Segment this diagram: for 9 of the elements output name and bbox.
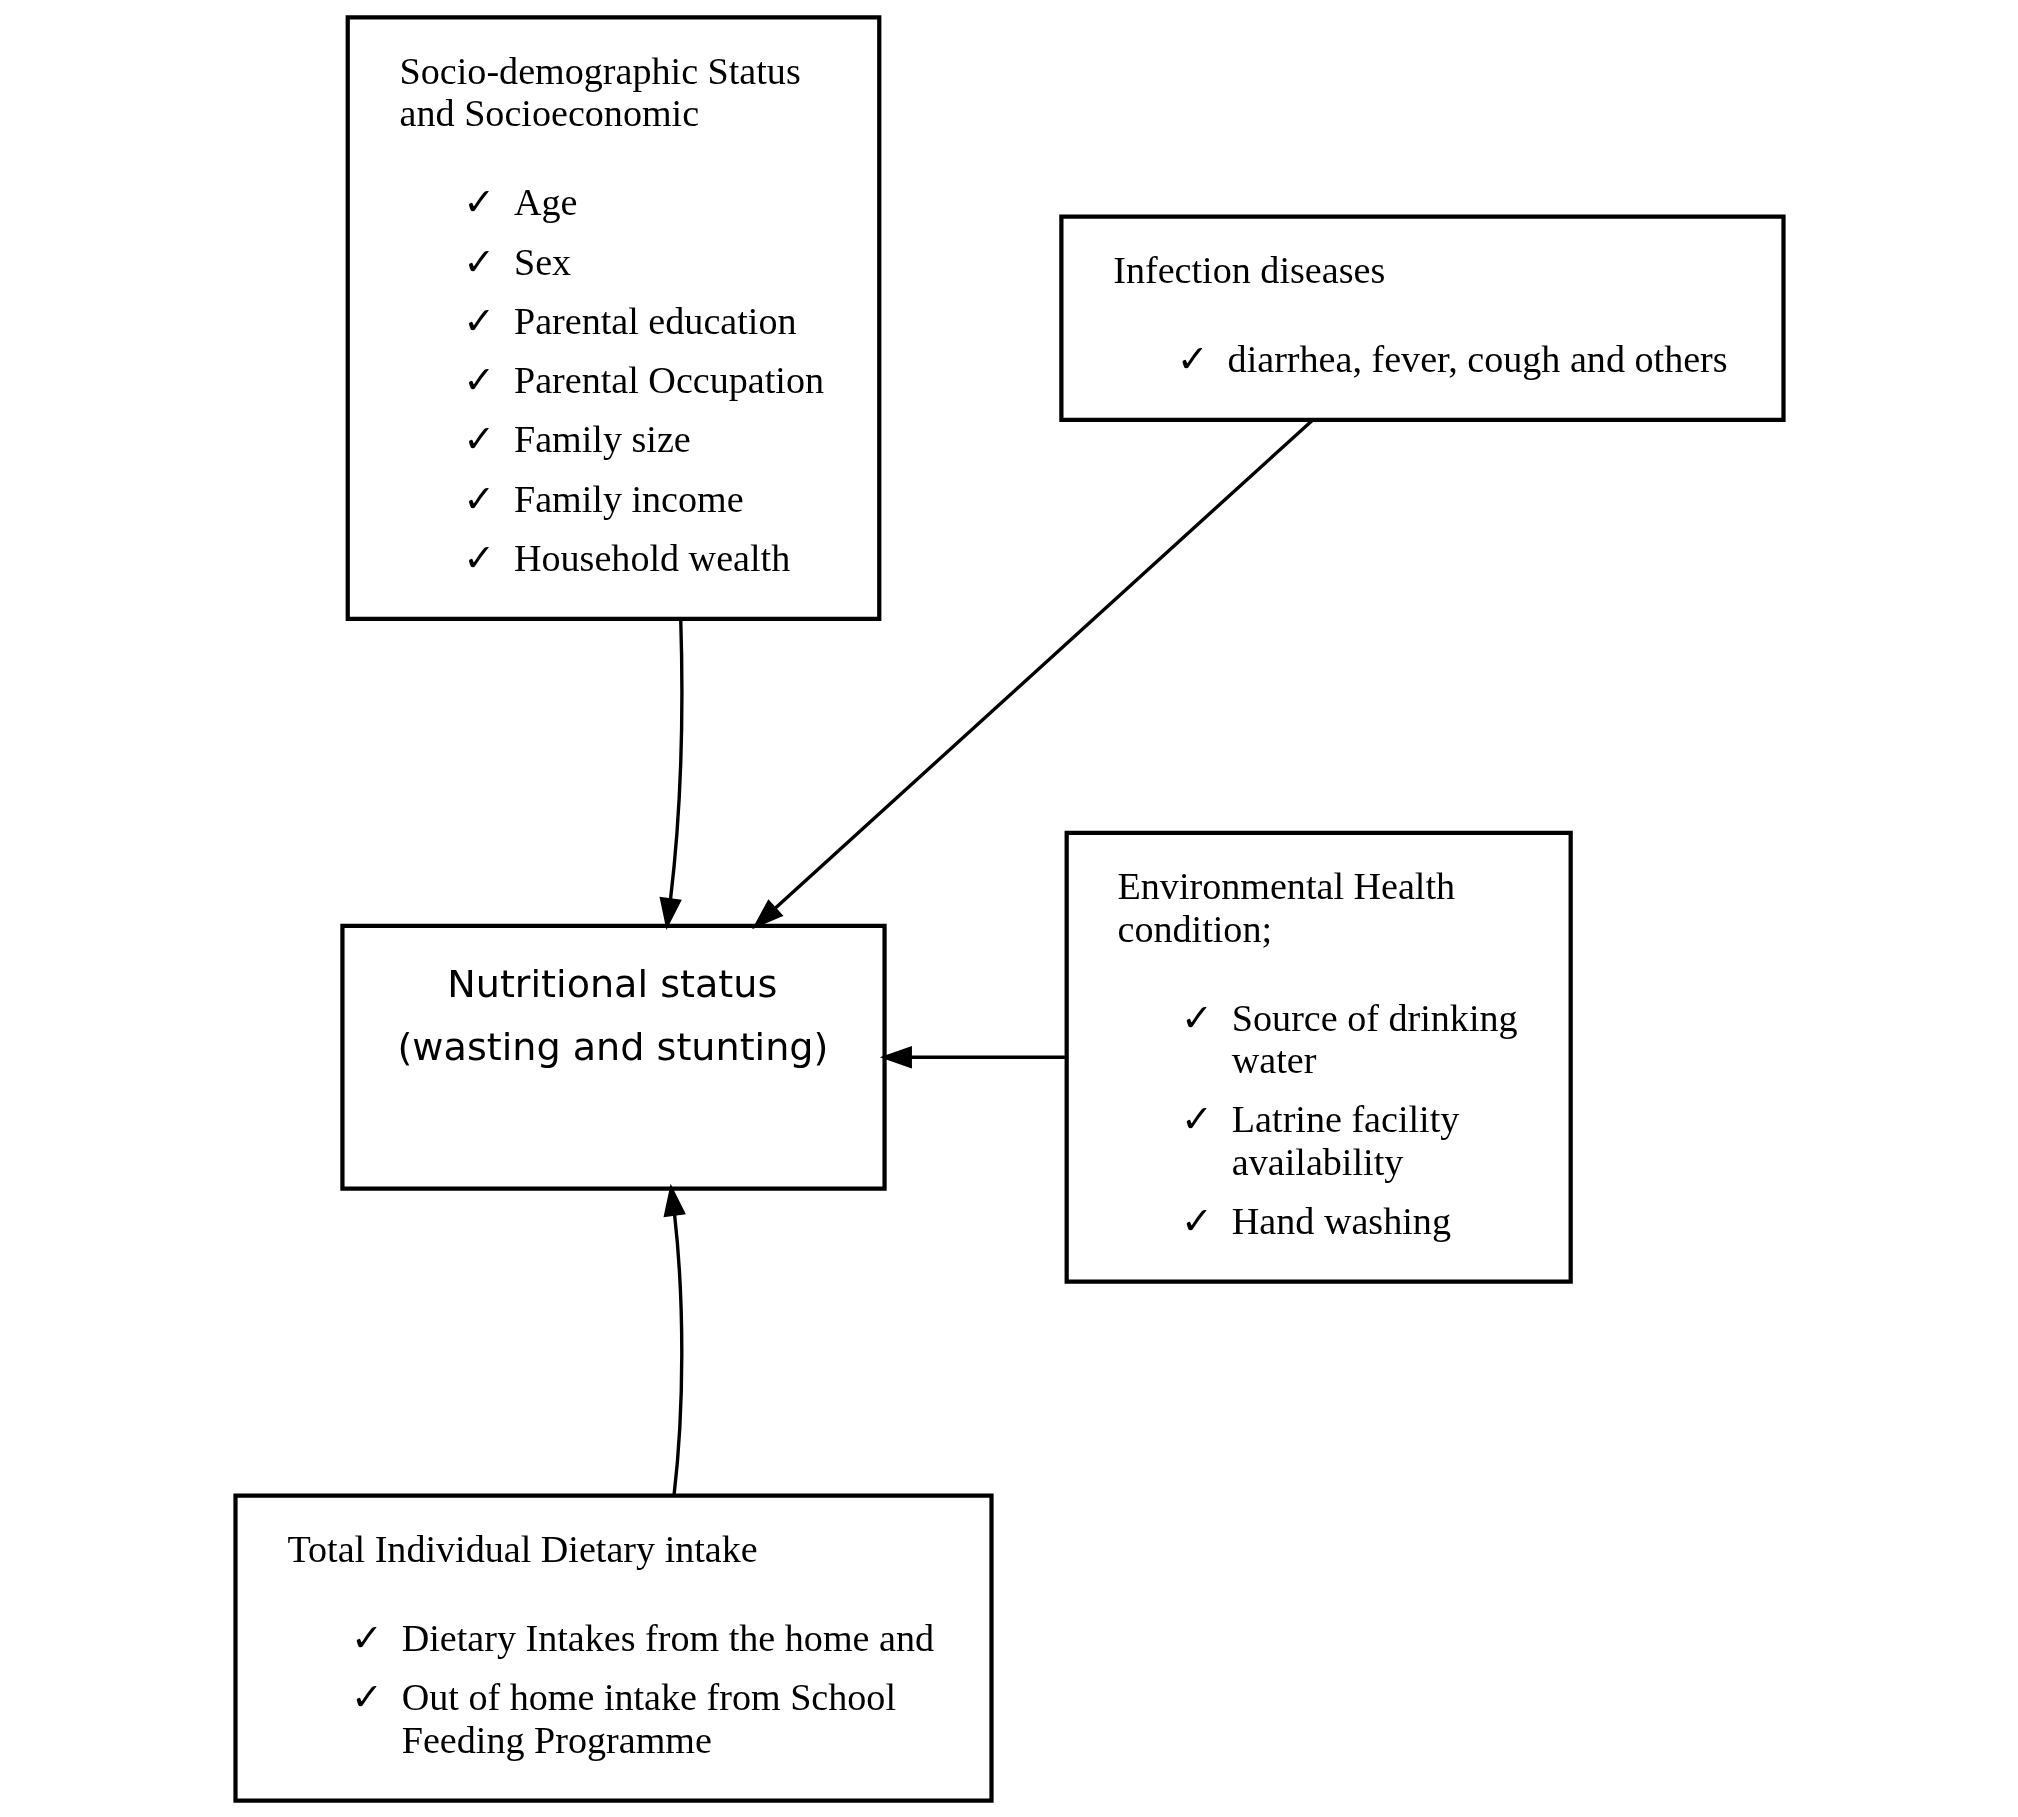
node-box: Total Individual Dietary intake ✓ Dietary Intakes from the home and ✓ Out of home intake from School Feeding Programme bbox=[232, 1492, 994, 1803]
node-box: Nutritional status (wasting and stunting) bbox=[339, 923, 887, 1191]
node-box: Socio-demographic Status and Socioeconomic ✓ Age ✓ Sex ✓ Parental education ✓ Parental Occupation ✓ Family size ✓ Family income ✓ Household wealth bbox=[345, 14, 881, 621]
node-box: Infection diseases ✓ diarrhea, fever, cough and others bbox=[1058, 213, 1786, 422]
arrow bbox=[663, 1183, 686, 1495]
arrow bbox=[659, 618, 683, 930]
arrow bbox=[751, 418, 1314, 929]
node-box: Environmental Health condition; ✓ Source of drinking water ✓ Latrine facility availability ✓ Hand washing bbox=[1064, 830, 1573, 1284]
arrow bbox=[879, 1045, 1066, 1068]
